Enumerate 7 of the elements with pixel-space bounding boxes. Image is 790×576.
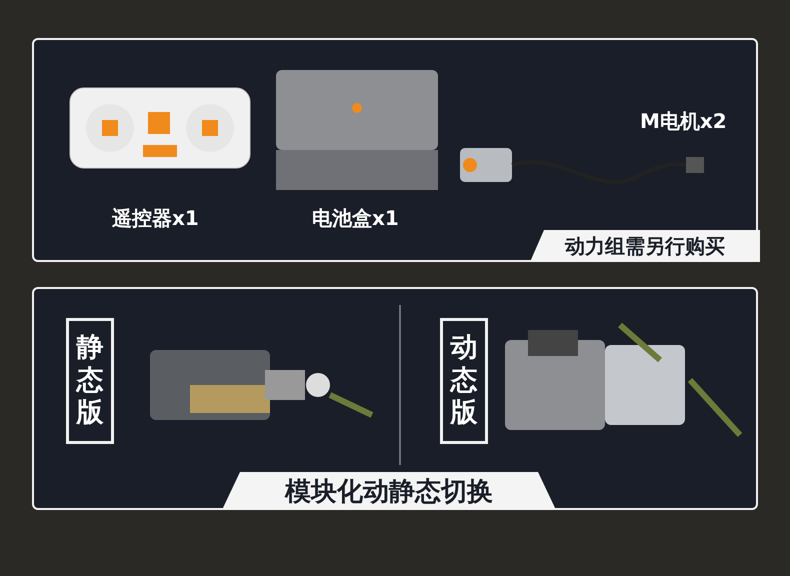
product-caption: 遥控器x1	[112, 205, 199, 232]
version-label: 静态版	[66, 318, 114, 444]
product-caption: M电机x2	[640, 108, 727, 135]
note-tab: 动力组需另行购买	[530, 230, 760, 262]
product-caption: 电池盒x1	[312, 205, 399, 232]
version-label: 动态版	[440, 318, 488, 444]
feature-tab: 模块化动静态切换	[222, 472, 556, 510]
